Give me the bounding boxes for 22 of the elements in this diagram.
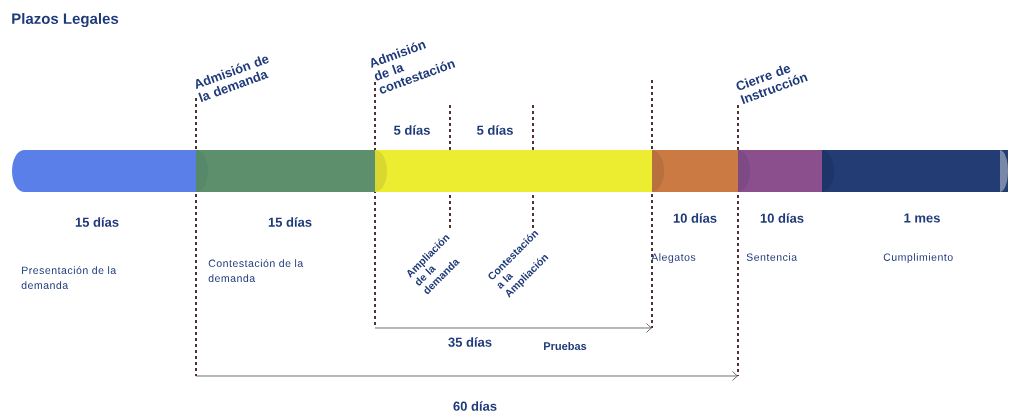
stage-label: Contestación de la demanda bbox=[208, 259, 304, 283]
stage-label: Sentencia bbox=[746, 253, 798, 261]
duration-label: 15 días bbox=[268, 217, 312, 227]
stage-label: Alegatos bbox=[651, 253, 696, 263]
timeline-segment bbox=[12, 150, 196, 192]
stage-label: Pruebas bbox=[544, 341, 587, 351]
timeline-segment bbox=[822, 150, 1008, 192]
timeline-segment bbox=[652, 150, 738, 192]
timeline-segment bbox=[738, 150, 822, 192]
duration-label: 5 días bbox=[394, 125, 430, 135]
title: Plazos Legales bbox=[12, 12, 119, 28]
duration-label: 5 días bbox=[477, 125, 513, 135]
stage-label: Cumplimiento bbox=[883, 253, 953, 263]
timeline-segment bbox=[375, 150, 652, 192]
timeline-segment bbox=[196, 150, 375, 192]
stage-label: Presentación de la demanda bbox=[21, 266, 117, 290]
duration-label: 60 días bbox=[453, 401, 497, 411]
duration-label: 10 días bbox=[673, 213, 717, 223]
duration-label: 10 días bbox=[760, 213, 804, 223]
duration-label: 35 días bbox=[448, 337, 492, 347]
duration-label: 15 días bbox=[75, 217, 119, 227]
duration-label: 1 mes bbox=[904, 213, 940, 223]
